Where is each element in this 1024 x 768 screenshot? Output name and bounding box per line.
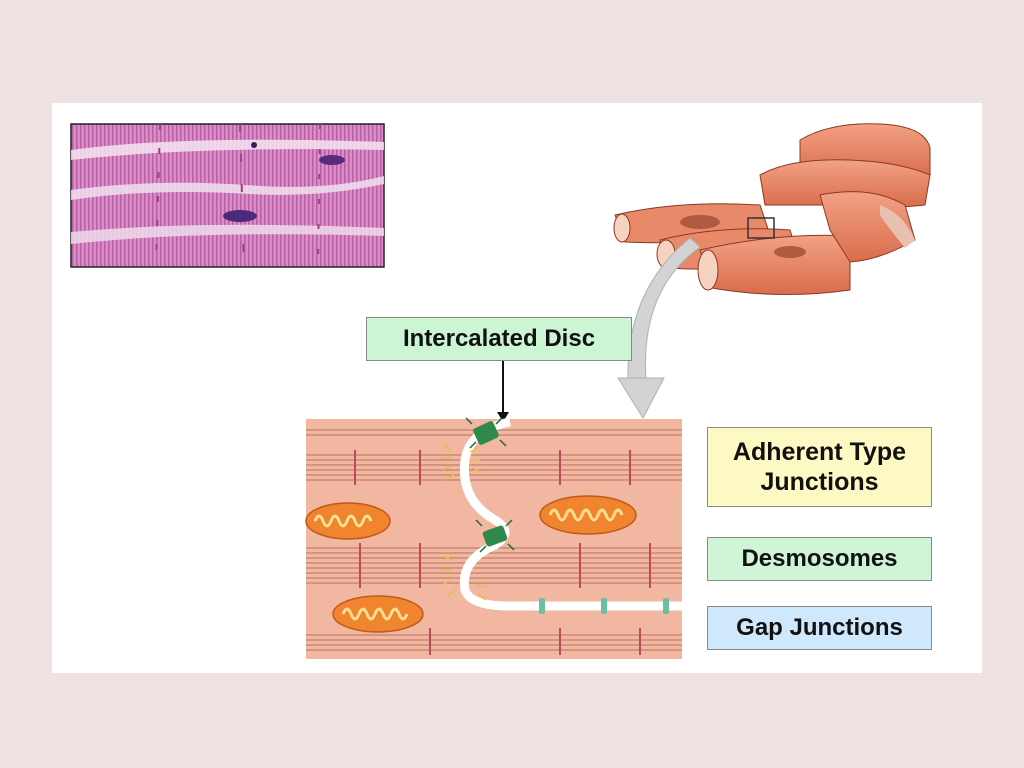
desmosomes-label: Desmosomes bbox=[707, 537, 932, 581]
mitochondrion-3 bbox=[332, 595, 424, 633]
cell-junction-detail bbox=[305, 417, 682, 659]
adherent-type-junctions-label: Adherent Type Junctions bbox=[707, 427, 932, 507]
desmosome-1 bbox=[465, 417, 507, 449]
intercalated-disc-label: Intercalated Disc bbox=[366, 317, 632, 361]
nucleus-2 bbox=[223, 210, 257, 222]
zoom-arrow bbox=[617, 237, 701, 420]
nucleus-1 bbox=[319, 155, 345, 165]
gap-junctions-label: Gap Junctions bbox=[707, 606, 932, 650]
micrograph-image bbox=[70, 123, 385, 268]
adherent-junction-fibers bbox=[442, 445, 487, 601]
mitochondrion-2 bbox=[539, 495, 637, 535]
intercalated-disc-pointer bbox=[497, 361, 509, 422]
zoom-region-box bbox=[747, 217, 775, 239]
gap-junctions bbox=[539, 598, 669, 614]
mitochondrion-1 bbox=[305, 502, 391, 540]
muscle-fiber-illustration bbox=[613, 123, 931, 296]
desmosome-2 bbox=[475, 519, 515, 553]
